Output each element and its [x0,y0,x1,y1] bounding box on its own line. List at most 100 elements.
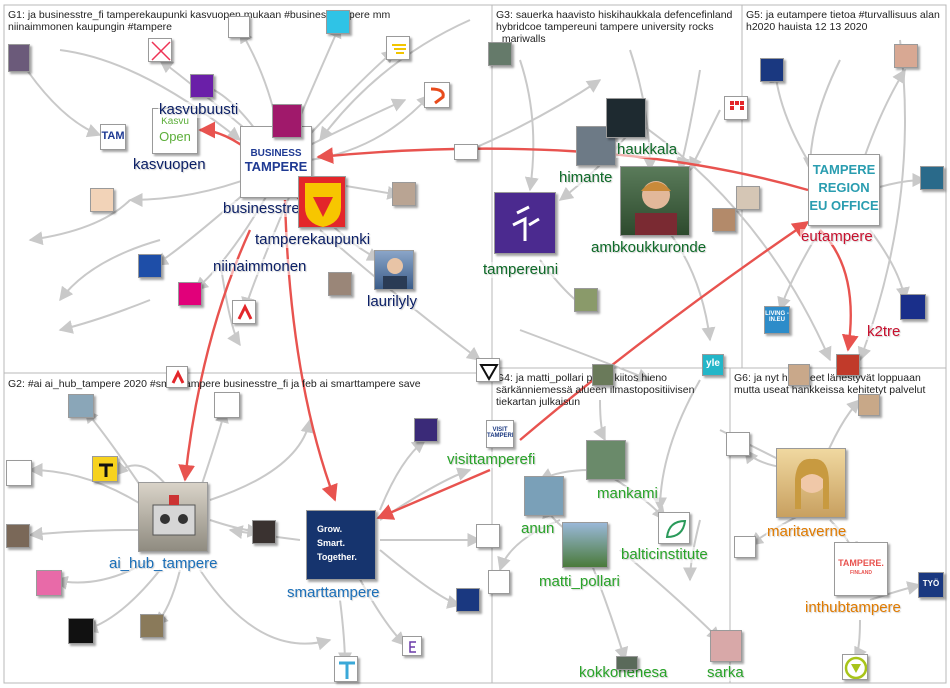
label-kokkonenesa[interactable]: kokkonenesa [578,664,669,681]
matti-pollari-avatar[interactable] [562,522,608,568]
label-ai-hub-tampere[interactable]: ai_hub_tampere [108,555,219,572]
label-inthubtampere[interactable]: inthubtampere [804,599,902,616]
living-in-eu-logo-node[interactable]: LIVING -IN.EU [764,306,790,334]
tampereuni-logo-node[interactable] [494,192,556,254]
g1-small-node-6[interactable] [386,36,410,60]
t-logo-icon [99,463,113,477]
haukkala-avatar[interactable] [606,98,646,138]
g1-small-node-8[interactable] [424,82,450,108]
broken-image-icon [151,41,171,61]
g2-small-node-10[interactable] [414,418,438,442]
label-businesstre-fi[interactable]: businesstre_fi [222,200,317,217]
g2-small-node-11[interactable] [476,524,500,548]
yle-logo-node[interactable]: yle [702,354,724,376]
group-title-g4: G4: ja matti_pollari päivä kiitos hieno … [496,372,695,408]
g2-small-node-1[interactable] [68,394,94,418]
g1-small-node-2[interactable] [148,38,172,62]
label-eutampere[interactable]: eutampere [800,228,874,245]
g6-small-node-1[interactable] [726,432,750,456]
g2-small-node-5[interactable] [6,524,30,548]
label-maritaverne[interactable]: maritaverne [766,523,848,540]
label-laurilyly[interactable]: laurilyly [366,293,419,310]
g1-small-node-5[interactable] [326,10,350,34]
g1-small-node-7[interactable] [272,104,302,138]
g1-small-node-11[interactable] [138,254,162,278]
g3-small-node-6[interactable] [574,288,598,312]
g2-small-node-14[interactable] [334,656,358,682]
tam-logo-node[interactable]: TAM [100,124,126,150]
g3-small-node-1[interactable] [488,42,512,66]
g2-small-node-8[interactable] [68,618,94,644]
business-tampere-logo-line1: BUSINESS [250,148,302,159]
g3-small-node-5[interactable] [736,186,760,210]
g2-small-node-7[interactable] [36,570,62,596]
label-smarttampere[interactable]: smarttampere [286,584,381,601]
ai-hub-tampere-avatar[interactable] [138,482,208,552]
g2-small-node-12[interactable] [456,588,480,612]
g1-small-node-12[interactable] [178,282,202,306]
g2-small-node-3[interactable] [6,460,32,486]
g2-small-node-2[interactable] [214,392,240,418]
g1-small-node-3[interactable] [190,74,214,98]
label-haukkala[interactable]: haukkala [616,141,679,158]
g3-small-node-7[interactable] [476,358,500,382]
label-anun[interactable]: anun [520,520,556,537]
g1-small-node-9[interactable] [90,188,114,212]
g5-small-node-1[interactable] [760,58,784,82]
g1-small-node-14[interactable] [328,272,352,296]
label-visittamperefi[interactable]: visittamperefi [446,451,537,468]
label-ambkoukkuronde[interactable]: ambkoukkuronde [590,239,708,256]
smart-logo-line2: Smart. [317,538,346,548]
label-kasvuopen[interactable]: kasvuopen [132,156,207,173]
label-matti-pollari[interactable]: matti_pollari [538,573,621,590]
g1-small-node-10[interactable] [392,182,416,206]
tamperekaupunki-crest-node[interactable] [298,176,346,228]
label-k2tre[interactable]: k2tre [866,323,902,340]
visittamperefi-logo-node[interactable]: VISIT TAMPERE [486,420,514,448]
visit-logo-text: VISIT TAMPERE [487,427,514,440]
g4-small-node-2[interactable] [488,570,510,594]
g1-small-node-4[interactable] [228,16,250,38]
g5-small-node-2[interactable] [894,44,918,68]
eutampere-logo-node[interactable]: TAMPERE REGION EU OFFICE [808,154,880,226]
laurilyly-avatar[interactable] [374,250,414,290]
ambkoukkuronde-avatar[interactable] [620,166,690,236]
g6-small-node-4[interactable] [842,654,868,680]
label-tampereuni[interactable]: tampereuni [482,261,560,278]
g6-small-node-3[interactable] [734,536,756,558]
maritaverne-avatar[interactable] [776,448,846,518]
g3-small-node-4[interactable] [712,208,736,232]
anun-avatar[interactable] [524,476,564,516]
label-tamperekaupunki[interactable]: tamperekaupunki [254,231,372,248]
g5-small-node-3[interactable] [920,166,944,190]
g2-small-node-6[interactable] [252,520,276,544]
g4-small-node-1[interactable] [592,364,614,386]
inthub-logo-line2: FINLAND [850,570,872,576]
g1-small-node-1[interactable] [8,44,30,72]
g3-small-node-2[interactable] [724,96,748,120]
balticinstitute-logo-node[interactable] [658,512,690,544]
g3-small-node-3[interactable] [454,144,478,160]
g6-small-node-2[interactable] [858,394,880,416]
k2tre-avatar[interactable] [900,294,926,320]
label-kasvubuusti[interactable]: kasvubuusti [158,101,240,118]
sarka-avatar[interactable] [710,630,742,662]
g2-small-node-13[interactable] [402,636,422,656]
mankami-avatar[interactable] [586,440,626,480]
g5-small-node-5[interactable] [788,364,810,386]
smarttampere-logo-node[interactable]: Grow. Smart. Together. [306,510,376,580]
tyo-logo-node[interactable]: TYÖ [918,572,944,598]
tre-region-line1: TAMPERE [812,162,876,177]
label-himante[interactable]: himante [558,169,614,186]
g5-small-node-4[interactable] [836,354,860,376]
g2-small-node-4[interactable] [92,456,118,482]
label-mankami[interactable]: mankami [596,485,659,502]
g2-small-node-9[interactable] [140,614,164,638]
g4-small-node-3[interactable] [616,656,638,670]
g1-small-node-13[interactable] [232,300,256,324]
g2-small-node-15[interactable] [166,366,188,388]
label-balticinstitute[interactable]: balticinstitute [620,546,709,563]
inthubtampere-logo-node[interactable]: TAMPERE. FINLAND [834,542,888,596]
label-sarka[interactable]: sarka [706,664,745,681]
label-niinaimmonen[interactable]: niinaimmonen [212,258,308,275]
